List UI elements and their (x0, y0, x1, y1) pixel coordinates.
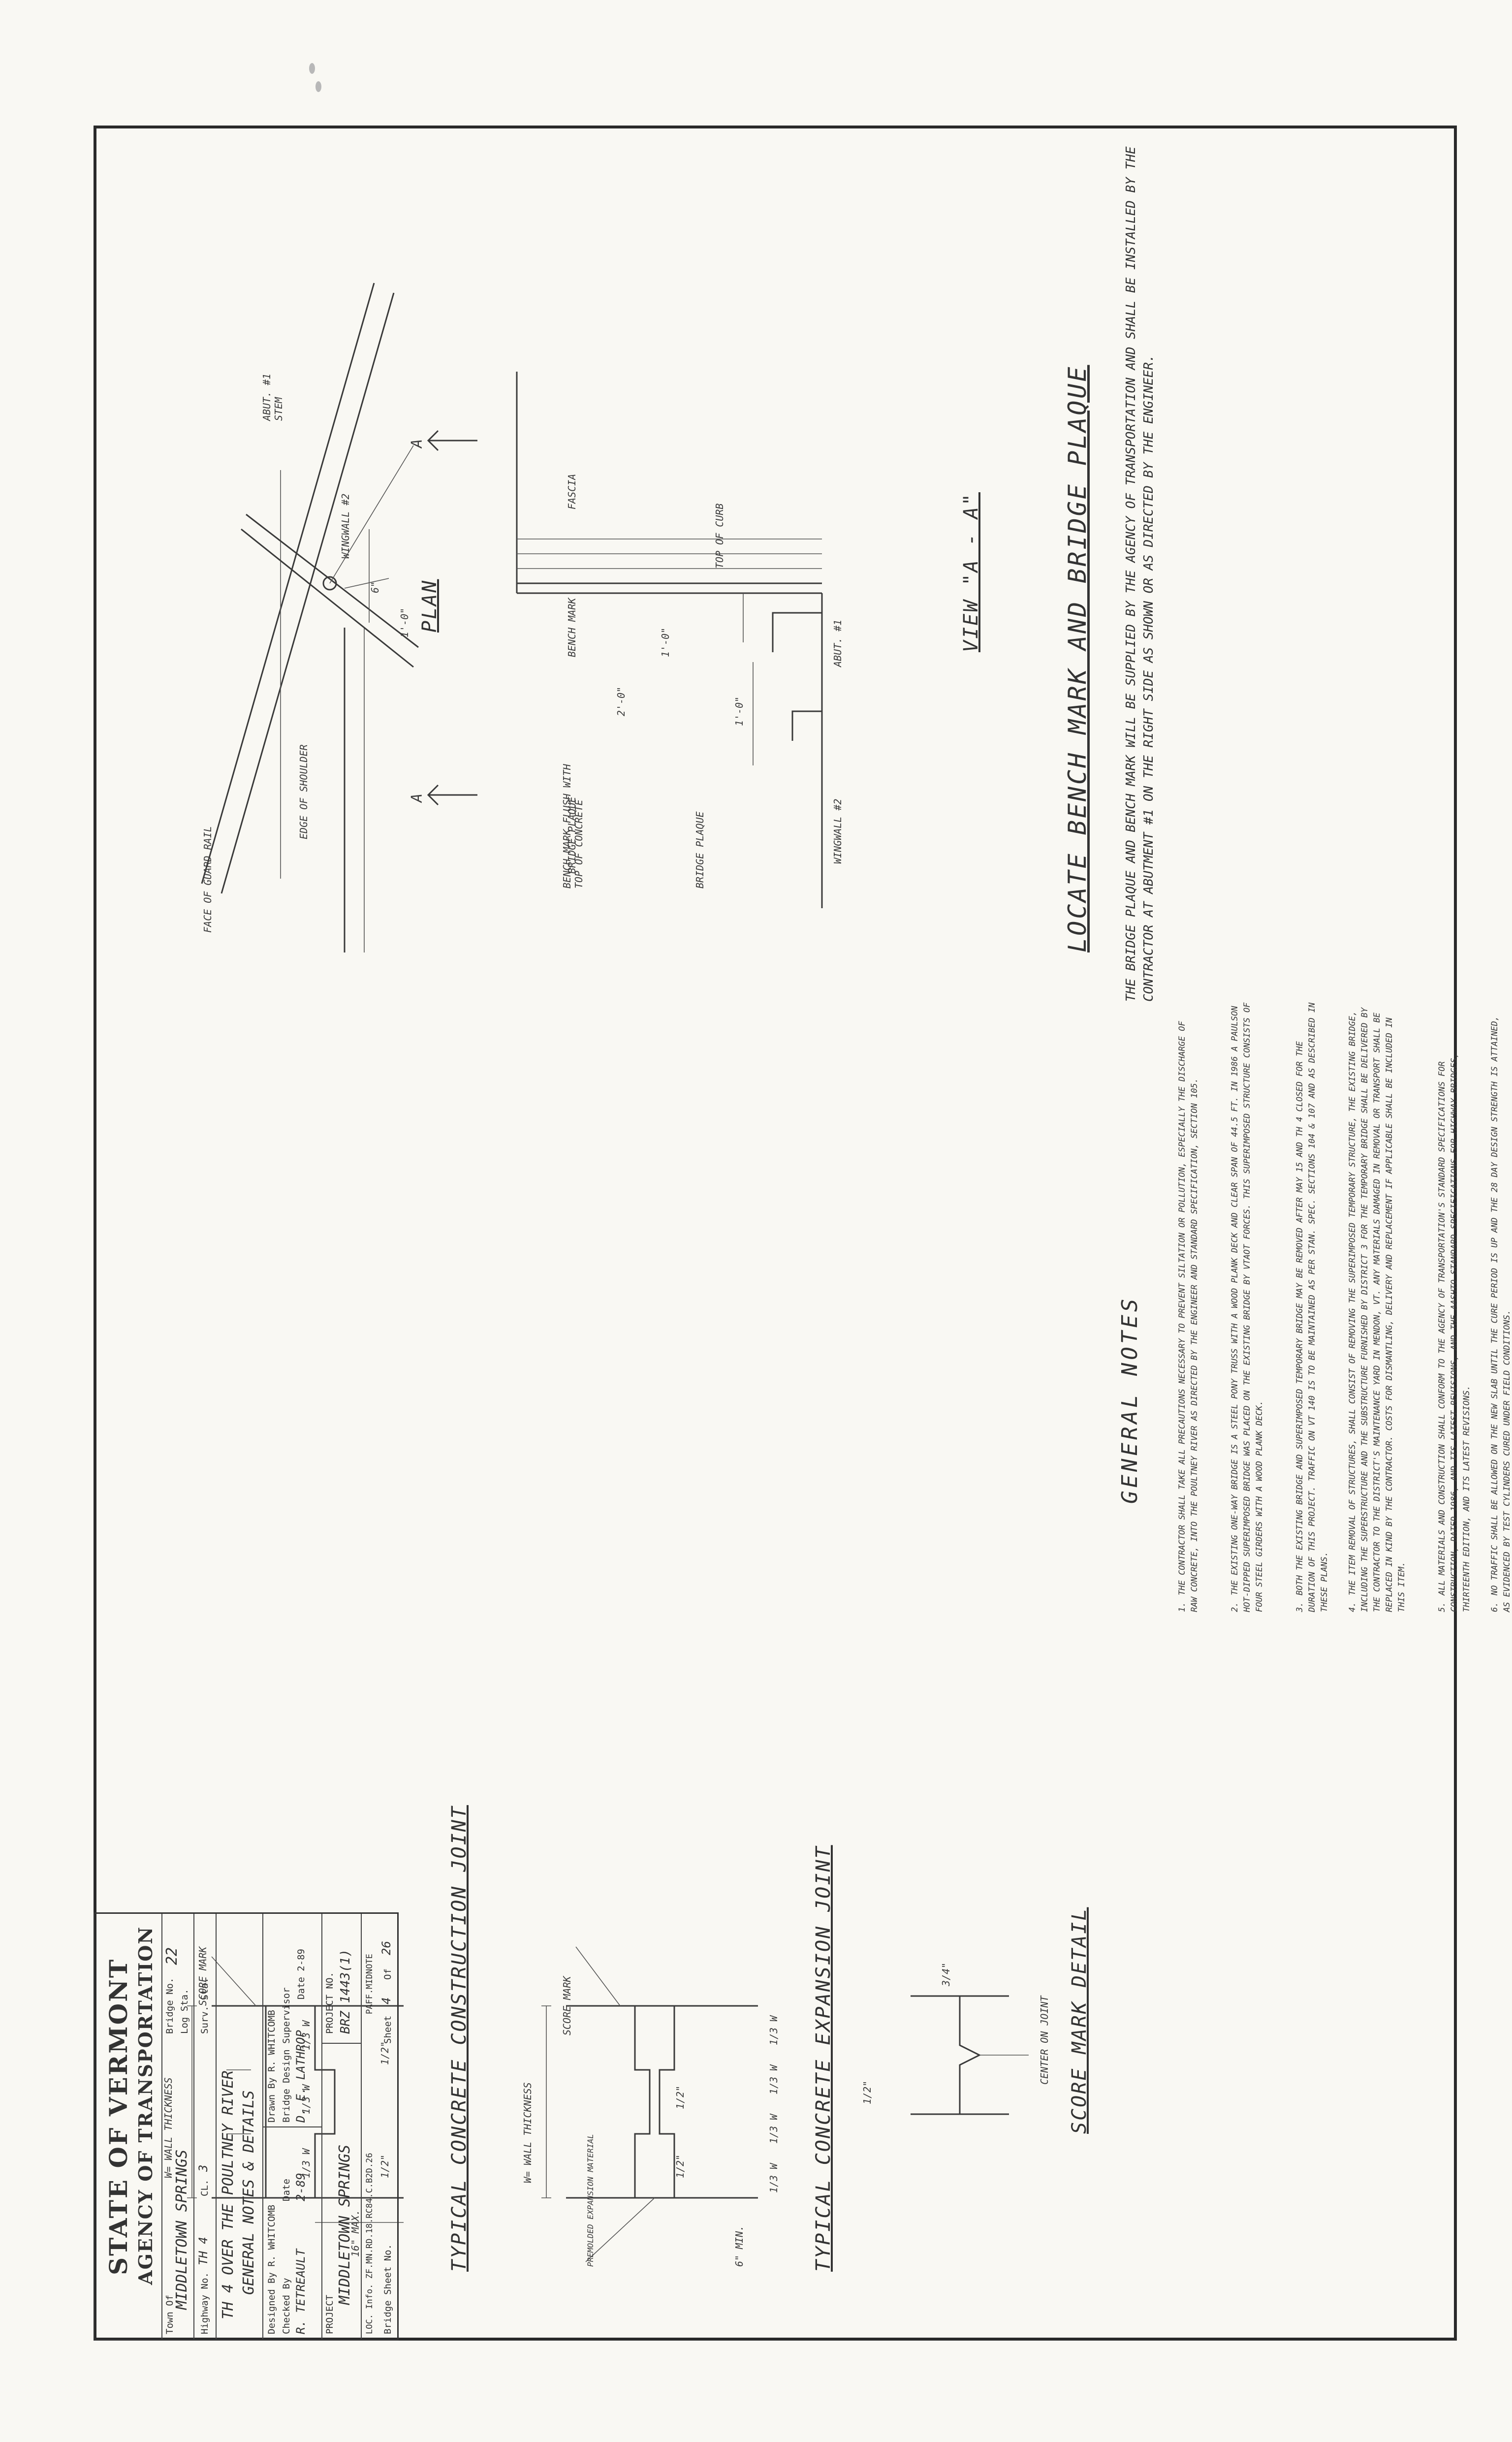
general-note-text: NO TRAFFIC SHALL BE ALLOWED ON THE NEW S… (1490, 1015, 1512, 1612)
ej-dim-2: 1/2" (674, 2085, 686, 2109)
sheet-border (94, 126, 1457, 2341)
ej-score-mark: SCORE MARK (561, 1976, 573, 2035)
tb-project-label: PROJECT (324, 2294, 335, 2334)
tb-town: MIDDLETOWN SPRINGS (173, 2149, 190, 2310)
sm-dim-2: 3/4" (940, 1962, 952, 1986)
general-note-item: 1.THE CONTRACTOR SHALL TAKE ALL PRECAUTI… (1176, 1002, 1201, 1612)
ej-dim-1: 1/2" (674, 2154, 686, 2178)
general-note-item: 2.THE EXISTING ONE-WAY BRIDGE IS A STEEL… (1229, 1002, 1266, 1612)
ej-dim-5: 1/3 W (768, 2064, 780, 2094)
label-dim-1-0: 1'-0" (399, 607, 410, 637)
general-note-number: 1. (1177, 1602, 1187, 1612)
tb-drawn-by: Drawn By R. WHITCOMB (266, 2010, 277, 2123)
rotated-sheet-content: GENERAL NOTES 1.THE CONTRACTOR SHALL TAK… (94, 126, 1512, 2341)
tb-bridge-no: 22 (163, 1947, 181, 1965)
tb-project-no: BRZ 1443(1) (338, 1949, 353, 2034)
label-wingwall2-view: WINGWALL #2 (832, 798, 844, 864)
tb-loc-code: PAFF.MIDNOTE (365, 1954, 375, 2014)
label-bm-flush: BENCH MARK FLUSH WITH TOP OF CONCRETE (561, 764, 585, 888)
score-mark-drawing (911, 1995, 1029, 2115)
ej-wall-label: W= WALL THICKNESS (522, 2082, 534, 2183)
bench-mark-title: LOCATE BENCH MARK AND BRIDGE PLAQUE (1063, 365, 1092, 952)
tb-cl: 3 (196, 2164, 210, 2172)
label-arrow-a-left: A (409, 793, 426, 802)
general-note-number: 6. (1490, 1602, 1500, 1612)
label-arrow-a-right: A (409, 439, 426, 448)
ej-dim-3: 1/3 W (768, 2163, 780, 2193)
tb-total: 26 (379, 1941, 393, 1955)
label-dim-2-0: 2'-0" (615, 686, 627, 716)
label-wingwall2-plan: WINGWALL #2 (340, 493, 351, 559)
label-dim-1-0-c: 1'-0" (733, 696, 745, 726)
general-note-text: BOTH THE EXISTING BRIDGE AND SUPERIMPOSE… (1295, 1002, 1329, 1612)
label-top-curb: TOP OF CURB (714, 503, 725, 569)
label-bridge-plaque-view: BRIDGE PLAQUE (694, 811, 706, 888)
general-note-number: 3. (1295, 1602, 1305, 1612)
tb-of-label: Of (382, 1968, 393, 1980)
general-note-item: 4.THE ITEM REMOVAL OF STRUCTURES, SHALL … (1347, 1002, 1408, 1612)
general-note-item: 5.ALL MATERIALS AND CONSTRUCTION SHALL C… (1436, 1002, 1473, 1612)
tb-date1: 2-89 (294, 2173, 308, 2201)
ej-title: TYPICAL CONCRETE EXPANSION JOINT (812, 1845, 835, 2272)
tb-sheet: 4 (379, 1997, 393, 2004)
tb-project: MIDDLETOWN SPRINGS (336, 2144, 353, 2305)
general-note-text: THE ITEM REMOVAL OF STRUCTURES, SHALL CO… (1348, 1007, 1407, 1612)
sm-title: SCORE MARK DETAIL (1068, 1907, 1091, 2134)
tb-log-sta: Log Sta. (179, 1989, 190, 2034)
tb-cl-label: CL. (199, 2179, 210, 2196)
label-abut1-view: ABUT. #1 (832, 619, 844, 667)
general-note-item: 3.BOTH THE EXISTING BRIDGE AND SUPERIMPO… (1294, 1002, 1331, 1612)
tb-checker: R. TETREAULT (294, 2249, 308, 2334)
tb-highway: TH 4 (196, 2237, 210, 2265)
section-view-drawing (516, 372, 823, 908)
general-note-number: 4. (1348, 1602, 1357, 1612)
tb-bridge-sheet: Bridge Sheet No. (382, 2244, 393, 2334)
general-notes-title: GENERAL NOTES (1117, 1296, 1142, 1504)
tb-sheet-label: Sheet (382, 2015, 393, 2044)
general-note-text: THE EXISTING ONE-WAY BRIDGE IS A STEEL P… (1230, 1002, 1264, 1612)
construction-joint-drawing (187, 1956, 404, 2223)
ej-dim-4: 1/3 W (768, 2114, 780, 2144)
plan-view-drawing (201, 283, 477, 952)
tb-date-label: Date (281, 2179, 292, 2201)
general-note-text: THE CONTRACTOR SHALL TAKE ALL PRECAUTION… (1177, 1021, 1199, 1612)
tb-agency: AGENCY OF TRANSPORTATION (134, 1926, 157, 2285)
sm-dim-1: 1/2" (861, 2080, 873, 2104)
expansion-joint-drawing (541, 1946, 758, 2262)
general-note-text: ALL MATERIALS AND CONSTRUCTION SHALL CON… (1437, 1052, 1472, 1612)
label-dim-6: 6" (369, 581, 381, 593)
tb-surv-sta: Surv. Sta. (199, 1977, 210, 2034)
cj-title: TYPICAL CONCRETE CONSTRUCTION JOINT (448, 1805, 471, 2272)
tb-state: STATE OF VERMONT (104, 1958, 133, 2275)
tb-checked-by: Checked By (281, 2278, 292, 2334)
scan-spot (309, 63, 315, 74)
scan-spot (315, 81, 321, 92)
tb-bridge-no-label: Bridge No. (164, 1977, 175, 2034)
general-note-number: 5. (1437, 1602, 1447, 1612)
plan-title: PLAN (418, 579, 441, 633)
label-edge-shoulder: EDGE OF SHOULDER (298, 744, 310, 839)
ej-dim-6: 1/3 W (768, 2015, 780, 2045)
tb-project-no-label: PROJECT NO. (324, 1972, 335, 2034)
tb-designed-by: Designed By R. WHITCOMB (266, 2204, 277, 2334)
ej-material: PREMOLDED EXPANSION MATERIAL (586, 2134, 595, 2267)
tb-supervisor: D. E. LATHROP (294, 2030, 308, 2123)
tb-loc-info: LOC. Info. ZF.MN.RD.18.RC84.C.B2D.26 (365, 2153, 375, 2334)
label-abut-stem: ABUT. #1 STEM (261, 373, 284, 421)
general-note-number: 2. (1230, 1602, 1240, 1612)
title-block: STATE OF VERMONT AGENCY OF TRANSPORTATIO… (94, 1912, 399, 2341)
general-note-item: 6.NO TRAFFIC SHALL BE ALLOWED ON THE NEW… (1489, 1002, 1512, 1612)
tb-project-name: TH 4 OVER THE POULTNEY RIVER (220, 2070, 237, 2319)
tb-supervisor-label: Bridge Design Supervisor (281, 1987, 292, 2123)
ej-min: 6" MIN. (733, 2225, 745, 2267)
tb-highway-label: Highway No. (199, 2272, 210, 2334)
view-aa-title: VIEW "A - A" (960, 492, 982, 652)
tb-sheet-title: GENERAL NOTES & DETAILS (240, 2090, 257, 2295)
sm-center: CENTER ON JOINT (1039, 1996, 1050, 2085)
label-dim-1-0-b: 1'-0" (660, 627, 671, 657)
bench-mark-note: THE BRIDGE PLAQUE AND BENCH MARK WILL BE… (1124, 146, 1156, 1002)
tb-date2: Date 2-89 (296, 1949, 307, 1999)
label-face-guard-rail: FACE OF GUARD RAIL (202, 826, 214, 933)
